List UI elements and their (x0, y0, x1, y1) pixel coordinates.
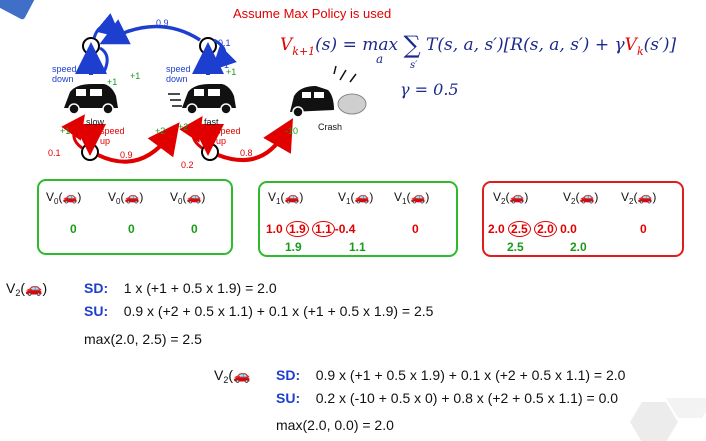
reward-label: +1 (60, 126, 71, 136)
v1-slow-header: V1(🚗) (268, 190, 304, 206)
prob-label: 1 (224, 60, 230, 70)
fast-car-icon (168, 84, 236, 115)
label-slow: slow (86, 117, 105, 127)
label-crash: Crash (318, 122, 343, 132)
work-fast-sd: SD: 0.9 x (+1 + 0.5 x 1.9) + 0.1 x (+2 +… (276, 367, 626, 383)
car-icon: 🚗 (579, 190, 595, 204)
gamma-value: γ = 0.5 (400, 80, 459, 99)
v0-slow-header: V0(🚗) (46, 190, 82, 206)
reward-label: +2 (155, 126, 166, 136)
prob-label: 0.2 (181, 160, 194, 170)
work-fast-label: V2(🚗 (214, 367, 251, 385)
prob-label: 0.8 (240, 148, 253, 158)
formula-sum: ∑ (403, 31, 421, 59)
crash-car-icon (290, 65, 367, 118)
label-speed-down-fast: speed down (166, 64, 191, 84)
formula-under-max: a (376, 52, 384, 66)
car-icon: 🚗 (124, 190, 140, 204)
v1-crash-header: V1(🚗) (394, 190, 430, 206)
work-slow-max: max(2.0, 2.5) = 2.5 (84, 331, 202, 347)
arrow-fastdown-to-slow (99, 19, 201, 45)
work-slow-label: V2(🚗) (6, 280, 48, 298)
v2-values-row: 2.0 2.5 2.0 0.0 (488, 221, 577, 237)
reward-label: +1 (107, 77, 118, 87)
v2-fast-header: V2(🚗) (563, 190, 599, 206)
v0-crash-value: 0 (191, 222, 198, 236)
mdp-diagram (61, 13, 367, 164)
slow-car-icon (64, 84, 118, 115)
formula-vk-sub: k (636, 45, 644, 58)
v0-crash-header: V0(🚗) (170, 190, 206, 206)
v1-table (258, 181, 458, 257)
bellman-formula: Vk+1(s) = max ∑ T(s, a, s′)[R(s, a, s′) … (280, 28, 677, 59)
car-icon: 🚗 (637, 190, 653, 204)
arrow-slowdown-back (99, 46, 109, 73)
v0-fast-value: 0 (128, 222, 135, 236)
v0-fast-header: V0(🚗) (108, 190, 144, 206)
work-slow-sd: SD: 1 x (+1 + 0.5 x 1.9) = 2.0 (84, 280, 277, 296)
car-icon: 🚗 (354, 190, 370, 204)
reward-label: -10 (285, 126, 299, 136)
reward-label: +1 (130, 71, 141, 81)
v2-table (482, 181, 684, 257)
formula-under-sum: s′ (410, 60, 418, 71)
fast-car-icon: 🚗 (233, 367, 251, 383)
work-fast-max: max(2.0, 0.0) = 2.0 (276, 417, 394, 433)
v2-slow-best: 2.5 (507, 240, 524, 254)
formula-body-b: (s′)] (643, 35, 677, 55)
prob-label: 1 (106, 26, 112, 36)
arrow-slowup-to-fast (97, 122, 180, 164)
work-fast-su: SU: 0.2 x (-10 + 0.5 x 0) + 0.8 x (+2 + … (276, 390, 619, 406)
v1-fast-header: V1(🚗) (338, 190, 374, 206)
slow-car-icon: 🚗 (25, 280, 43, 296)
prob-label: 0.9 (120, 150, 133, 160)
prob-label: 0.9 (156, 18, 169, 28)
reward-label: +2 (178, 122, 189, 132)
car-icon: 🚗 (410, 190, 426, 204)
car-icon: 🚗 (509, 190, 525, 204)
formula-lhs-v: V (280, 35, 293, 55)
label-speed-up-slow: speed up (100, 126, 125, 146)
hexagon-decoration (630, 398, 706, 441)
car-icon: 🚗 (62, 190, 78, 204)
qstate-slow-down (82, 37, 100, 55)
formula-vk: V (624, 35, 637, 55)
policy-note: Assume Max Policy is used (233, 6, 392, 21)
car-icon: 🚗 (284, 190, 300, 204)
qstate-fast-up (201, 143, 219, 161)
arrow-fastdown-to-fast (211, 38, 237, 71)
label-speed-down-slow: speed down (52, 64, 77, 84)
v2-fast-best: 2.0 (570, 240, 587, 254)
v0-slow-value: 0 (70, 222, 77, 236)
v2-crash-value: 0 (640, 222, 647, 236)
label-speed-up-fast: speed up (216, 126, 241, 146)
arrow-fastup-to-fast (179, 116, 203, 150)
arrow-fastup-to-crash (217, 118, 293, 163)
reward-label: +1 (226, 67, 237, 77)
v1-values-row: 1.0 1.9 1.1-0.4 (266, 221, 356, 237)
formula-body-a: T(s, a, s′)[R(s, a, s′) + γ (426, 35, 625, 55)
work-slow-su: SU: 0.9 x (+2 + 0.5 x 1.1) + 0.1 x (+1 +… (84, 303, 434, 319)
v0-table (37, 179, 233, 255)
car-icon: 🚗 (186, 190, 202, 204)
arrow-slowup-to-slow (61, 114, 85, 150)
formula-lhs-sub: k+1 (292, 45, 316, 58)
prob-label: 0.1 (218, 38, 231, 48)
prob-label: 0.1 (48, 148, 61, 158)
v2-crash-header: V2(🚗) (621, 190, 657, 206)
label-fast: fast (204, 117, 219, 127)
formula-lhs-rest: (s) = max (315, 35, 399, 55)
v1-crash-value: 0 (412, 222, 419, 236)
v2-slow-header: V2(🚗) (493, 190, 529, 206)
qstate-slow-up (81, 143, 99, 161)
v1-slow-best: 1.9 (285, 240, 302, 254)
qstate-fast-down (199, 37, 217, 55)
v1-fast-best: 1.1 (349, 240, 366, 254)
